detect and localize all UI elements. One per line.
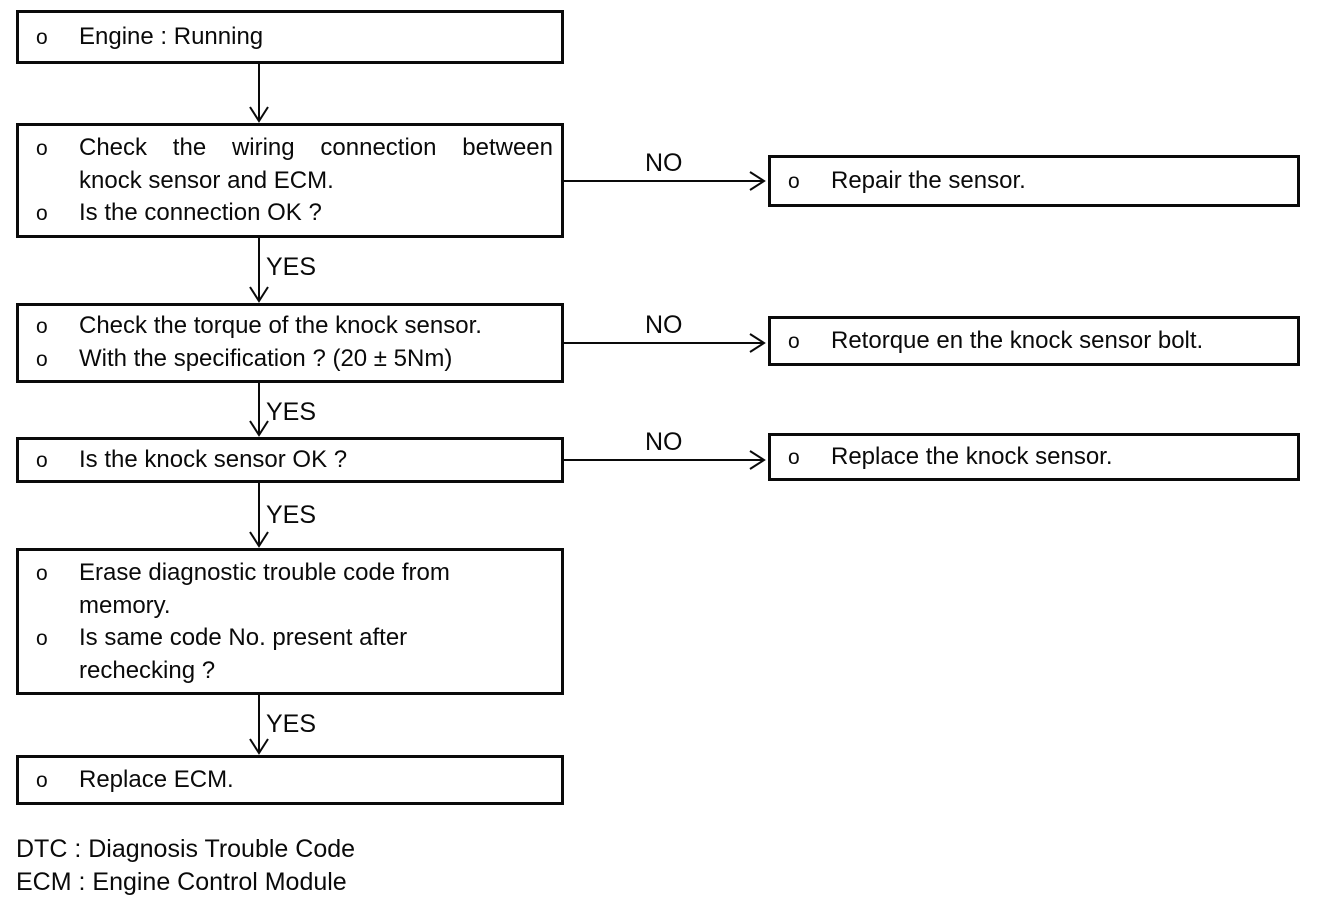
box-line: o Replace the knock sensor. [771, 441, 1293, 474]
arrowhead-down-2 [249, 286, 269, 303]
box-text: knock sensor and ECM. [79, 166, 334, 194]
arrowhead-down-3 [249, 420, 269, 437]
flow-box-retorque-bolt: o Retorque en the knock sensor bolt. [768, 316, 1300, 366]
bullet-marker: o [36, 561, 48, 585]
box-text: Retorque en the knock sensor bolt. [831, 326, 1204, 354]
box-line: o Retorque en the knock sensor bolt. [771, 325, 1293, 358]
box-text: Is the connection OK ? [79, 198, 322, 226]
legend-ecm: ECM : Engine Control Module [16, 868, 347, 896]
box-line: o With the specification ? (20 ± 5Nm) [19, 343, 557, 376]
flow-box-check-wiring: o Check the wiring connection between kn… [16, 123, 564, 238]
bullet-marker: o [36, 136, 48, 160]
box-line: o Is the knock sensor OK ? [19, 444, 557, 477]
no-label-1: NO [645, 149, 683, 177]
box-text: Is same code No. present after [79, 623, 408, 651]
no-label-2: NO [645, 311, 683, 339]
bullet-marker: o [36, 315, 48, 338]
box-text: Replace ECM. [79, 765, 234, 793]
arrowhead-down-5 [249, 738, 269, 755]
arrowhead-right-1 [749, 171, 766, 191]
arrowhead-right-3 [749, 450, 766, 470]
bullet-marker: o [788, 169, 800, 193]
flow-box-engine-running: o Engine : Running [16, 10, 564, 64]
box-text: Repair the sensor. [831, 166, 1026, 194]
box-line: o Repair the sensor. [771, 165, 1293, 198]
bullet-marker: o [36, 626, 48, 650]
box-text: Erase diagnostic trouble code from [79, 558, 450, 586]
yes-label-2: YES [266, 398, 317, 426]
box-text: With the specification ? (20 ± 5Nm) [79, 345, 453, 372]
arrowhead-down-4 [249, 531, 269, 548]
yes-label-1: YES [266, 253, 317, 281]
box-line: o Engine : Running [19, 21, 557, 54]
box-line: memory. [19, 590, 557, 622]
flow-box-repair-sensor: o Repair the sensor. [768, 155, 1300, 207]
bullet-marker: o [36, 348, 48, 371]
box-line: o Replace ECM. [19, 764, 557, 797]
box-line: o Check the wiring connection between [19, 132, 557, 165]
flow-box-erase-code: o Erase diagnostic trouble code from mem… [16, 548, 564, 695]
box-line: o Is same code No. present after [19, 622, 557, 655]
no-label-3: NO [645, 428, 683, 456]
arrowhead-down-1 [249, 106, 269, 123]
yes-label-3: YES [266, 501, 317, 529]
bullet-marker: o [36, 25, 48, 49]
box-line: o Check the torque of the knock sensor. [19, 310, 557, 343]
box-text: memory. [79, 591, 171, 619]
flow-box-replace-ecm: o Replace ECM. [16, 755, 564, 805]
yes-label-4: YES [266, 710, 317, 738]
box-text: Is the knock sensor OK ? [79, 445, 348, 473]
bullet-marker: o [36, 201, 48, 225]
box-text: Engine : Running [79, 22, 264, 50]
box-text: Replace the knock sensor. [831, 442, 1113, 470]
flow-box-replace-sensor: o Replace the knock sensor. [768, 433, 1300, 481]
box-line: rechecking ? [19, 655, 557, 687]
bullet-marker: o [36, 768, 48, 792]
bullet-marker: o [788, 329, 800, 353]
flow-box-check-torque: o Check the torque of the knock sensor. … [16, 303, 564, 383]
box-line: o Is the connection OK ? [19, 197, 557, 230]
box-text: rechecking ? [79, 656, 216, 684]
box-text: Check the wiring connection between [79, 133, 553, 161]
box-text: Check the torque of the knock sensor. [79, 312, 482, 339]
arrowhead-right-2 [749, 333, 766, 353]
box-line: knock sensor and ECM. [19, 165, 557, 197]
legend-dtc: DTC : Diagnosis Trouble Code [16, 835, 356, 863]
flow-box-sensor-ok: o Is the knock sensor OK ? [16, 437, 564, 483]
bullet-marker: o [788, 445, 800, 469]
box-line: o Erase diagnostic trouble code from [19, 557, 557, 590]
bullet-marker: o [36, 448, 48, 472]
